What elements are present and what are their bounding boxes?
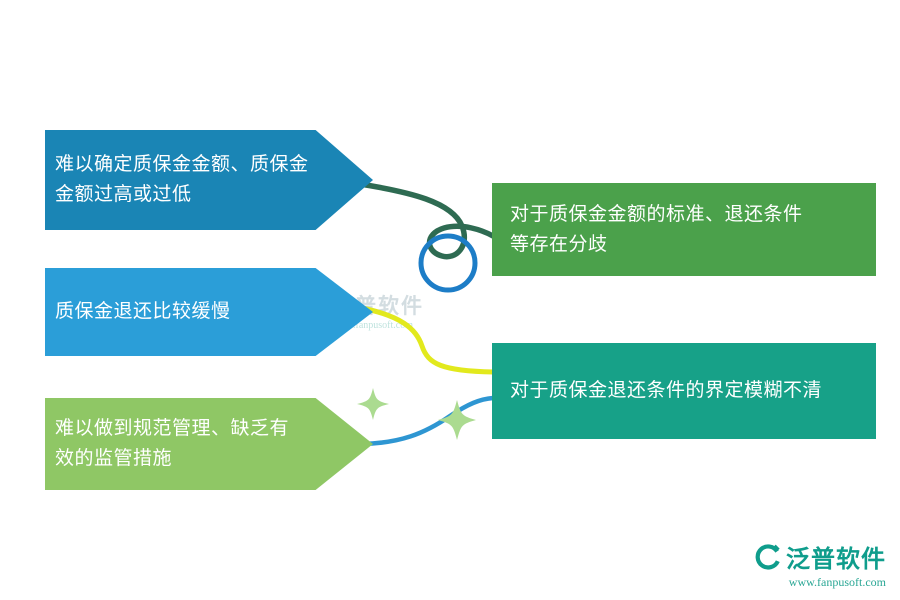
sparkle-icon — [438, 400, 476, 440]
right-node-label: 对于质保金退还条件的界定模糊不清 — [510, 380, 823, 401]
left-node-amount-hard-to-determine: 难以确定质保金金额、质保金金额过高或过低 — [45, 130, 373, 230]
fanpu-logo-icon — [755, 543, 780, 569]
right-node-vague-refund-terms: 对于质保金退还条件的界定模糊不清 — [492, 343, 876, 439]
left-node-lack-of-supervision: 难以做到规范管理、缺乏有效的监管措施 — [45, 398, 373, 490]
left-node-label: 难以做到规范管理、缺乏有效的监管措施 — [55, 418, 290, 469]
footer-brand: 泛普软件 www.fanpusoft.com — [754, 539, 886, 590]
right-node-standard-dispute: 对于质保金金额的标准、退还条件等存在分歧 — [492, 183, 876, 276]
left-node-label: 质保金退还比较缓慢 — [55, 301, 231, 322]
watermark-url: www.fanpusoft.com — [332, 320, 414, 331]
right-node-label: 对于质保金金额的标准、退还条件等存在分歧 — [510, 203, 803, 255]
connector-blue-ring — [418, 233, 478, 293]
footer-brand-text: 泛普软件 — [786, 547, 886, 573]
connector-top-green — [357, 181, 496, 260]
left-node-slow-refund: 质保金退还比较缓慢 — [45, 268, 373, 356]
sparkle-icon — [357, 388, 389, 420]
footer-url: www.fanpusoft.com — [788, 575, 886, 589]
connector-middle-yellow — [359, 305, 496, 375]
left-node-label: 难以确定质保金金额、质保金金额过高或过低 — [55, 154, 309, 205]
